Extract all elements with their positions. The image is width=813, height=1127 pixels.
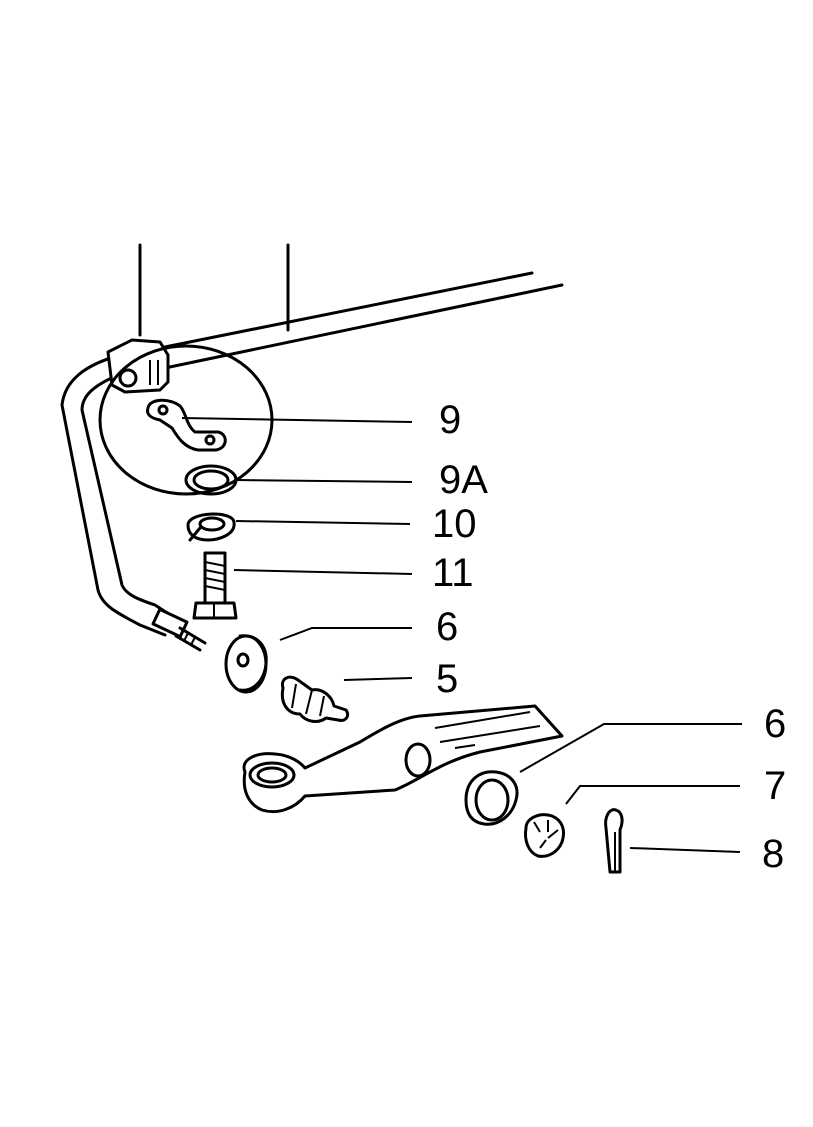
callout-5: 5	[436, 657, 459, 701]
callout-9a: 9A	[439, 458, 488, 502]
body-mount-lines	[138, 243, 290, 337]
callout-6-lower: 6	[764, 702, 787, 746]
callout-6-upper: 6	[436, 605, 459, 649]
control-arm	[242, 704, 564, 814]
part-10-lock-washer	[186, 512, 236, 542]
part-6-upper-washer	[224, 634, 268, 694]
callout-9: 9	[439, 398, 462, 442]
part-11-bolt	[192, 551, 238, 620]
callout-8: 8	[762, 832, 785, 876]
part-5-ball-joint	[280, 675, 350, 723]
callout-11: 11	[432, 551, 474, 595]
callout-7: 7	[764, 764, 787, 808]
stabilizer-bar	[60, 271, 564, 652]
callout-10: 10	[432, 502, 477, 546]
part-7-castle-nut	[524, 813, 566, 858]
part-8-cotter-pin	[604, 808, 624, 874]
bar-clamp	[106, 338, 170, 394]
leader-lines	[181, 417, 742, 853]
part-6-lower-washer	[464, 770, 519, 826]
part-9a-ring	[184, 464, 238, 496]
part-9-clamp-strap	[146, 398, 227, 452]
